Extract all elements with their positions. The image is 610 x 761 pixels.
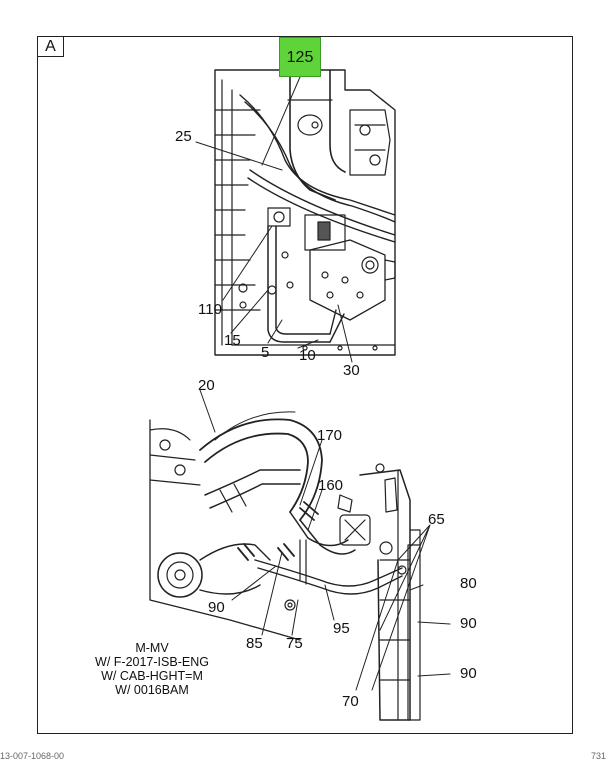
lower-view-drawing xyxy=(149,411,421,721)
callout-90-right-bottom[interactable]: 90 xyxy=(460,665,477,682)
applicability-note: M-MV W/ F-2017-ISB-ENG W/ CAB-HGHT=M W/ … xyxy=(72,641,232,697)
callout-10[interactable]: 10 xyxy=(299,347,316,364)
upper-view-drawing xyxy=(214,69,396,356)
applicability-line: W/ 0016BAM xyxy=(115,683,189,697)
callout-30[interactable]: 30 xyxy=(343,362,360,379)
callout-90-left[interactable]: 90 xyxy=(208,599,225,616)
callout-80[interactable]: 80 xyxy=(460,575,477,592)
view-label: A xyxy=(38,37,64,57)
callout-160[interactable]: 160 xyxy=(318,477,344,494)
callout-85[interactable]: 85 xyxy=(246,635,263,652)
diagram-frame xyxy=(37,36,573,734)
callout-95[interactable]: 95 xyxy=(333,620,350,637)
callout-170[interactable]: 170 xyxy=(317,427,343,444)
callout-125-highlighted[interactable]: 125 xyxy=(279,37,321,77)
callout-75[interactable]: 75 xyxy=(286,635,303,652)
callout-110[interactable]: 110 xyxy=(198,301,222,318)
callout-25[interactable]: 25 xyxy=(175,128,192,145)
page-number: 731 xyxy=(590,751,606,761)
applicability-line: W/ F-2017-ISB-ENG xyxy=(95,655,209,669)
callout-65[interactable]: 65 xyxy=(428,511,445,528)
applicability-line: W/ CAB-HGHT=M xyxy=(101,669,203,683)
callout-70[interactable]: 70 xyxy=(342,693,359,710)
applicability-line: M-MV xyxy=(135,641,169,655)
callout-5[interactable]: 5 xyxy=(261,344,270,361)
callout-15[interactable]: 15 xyxy=(224,332,241,349)
callout-90-right-top[interactable]: 90 xyxy=(460,615,477,632)
callout-20[interactable]: 20 xyxy=(198,377,215,394)
figure-id: 13-007-1068-00 xyxy=(0,751,65,761)
leader-lines xyxy=(195,76,451,691)
